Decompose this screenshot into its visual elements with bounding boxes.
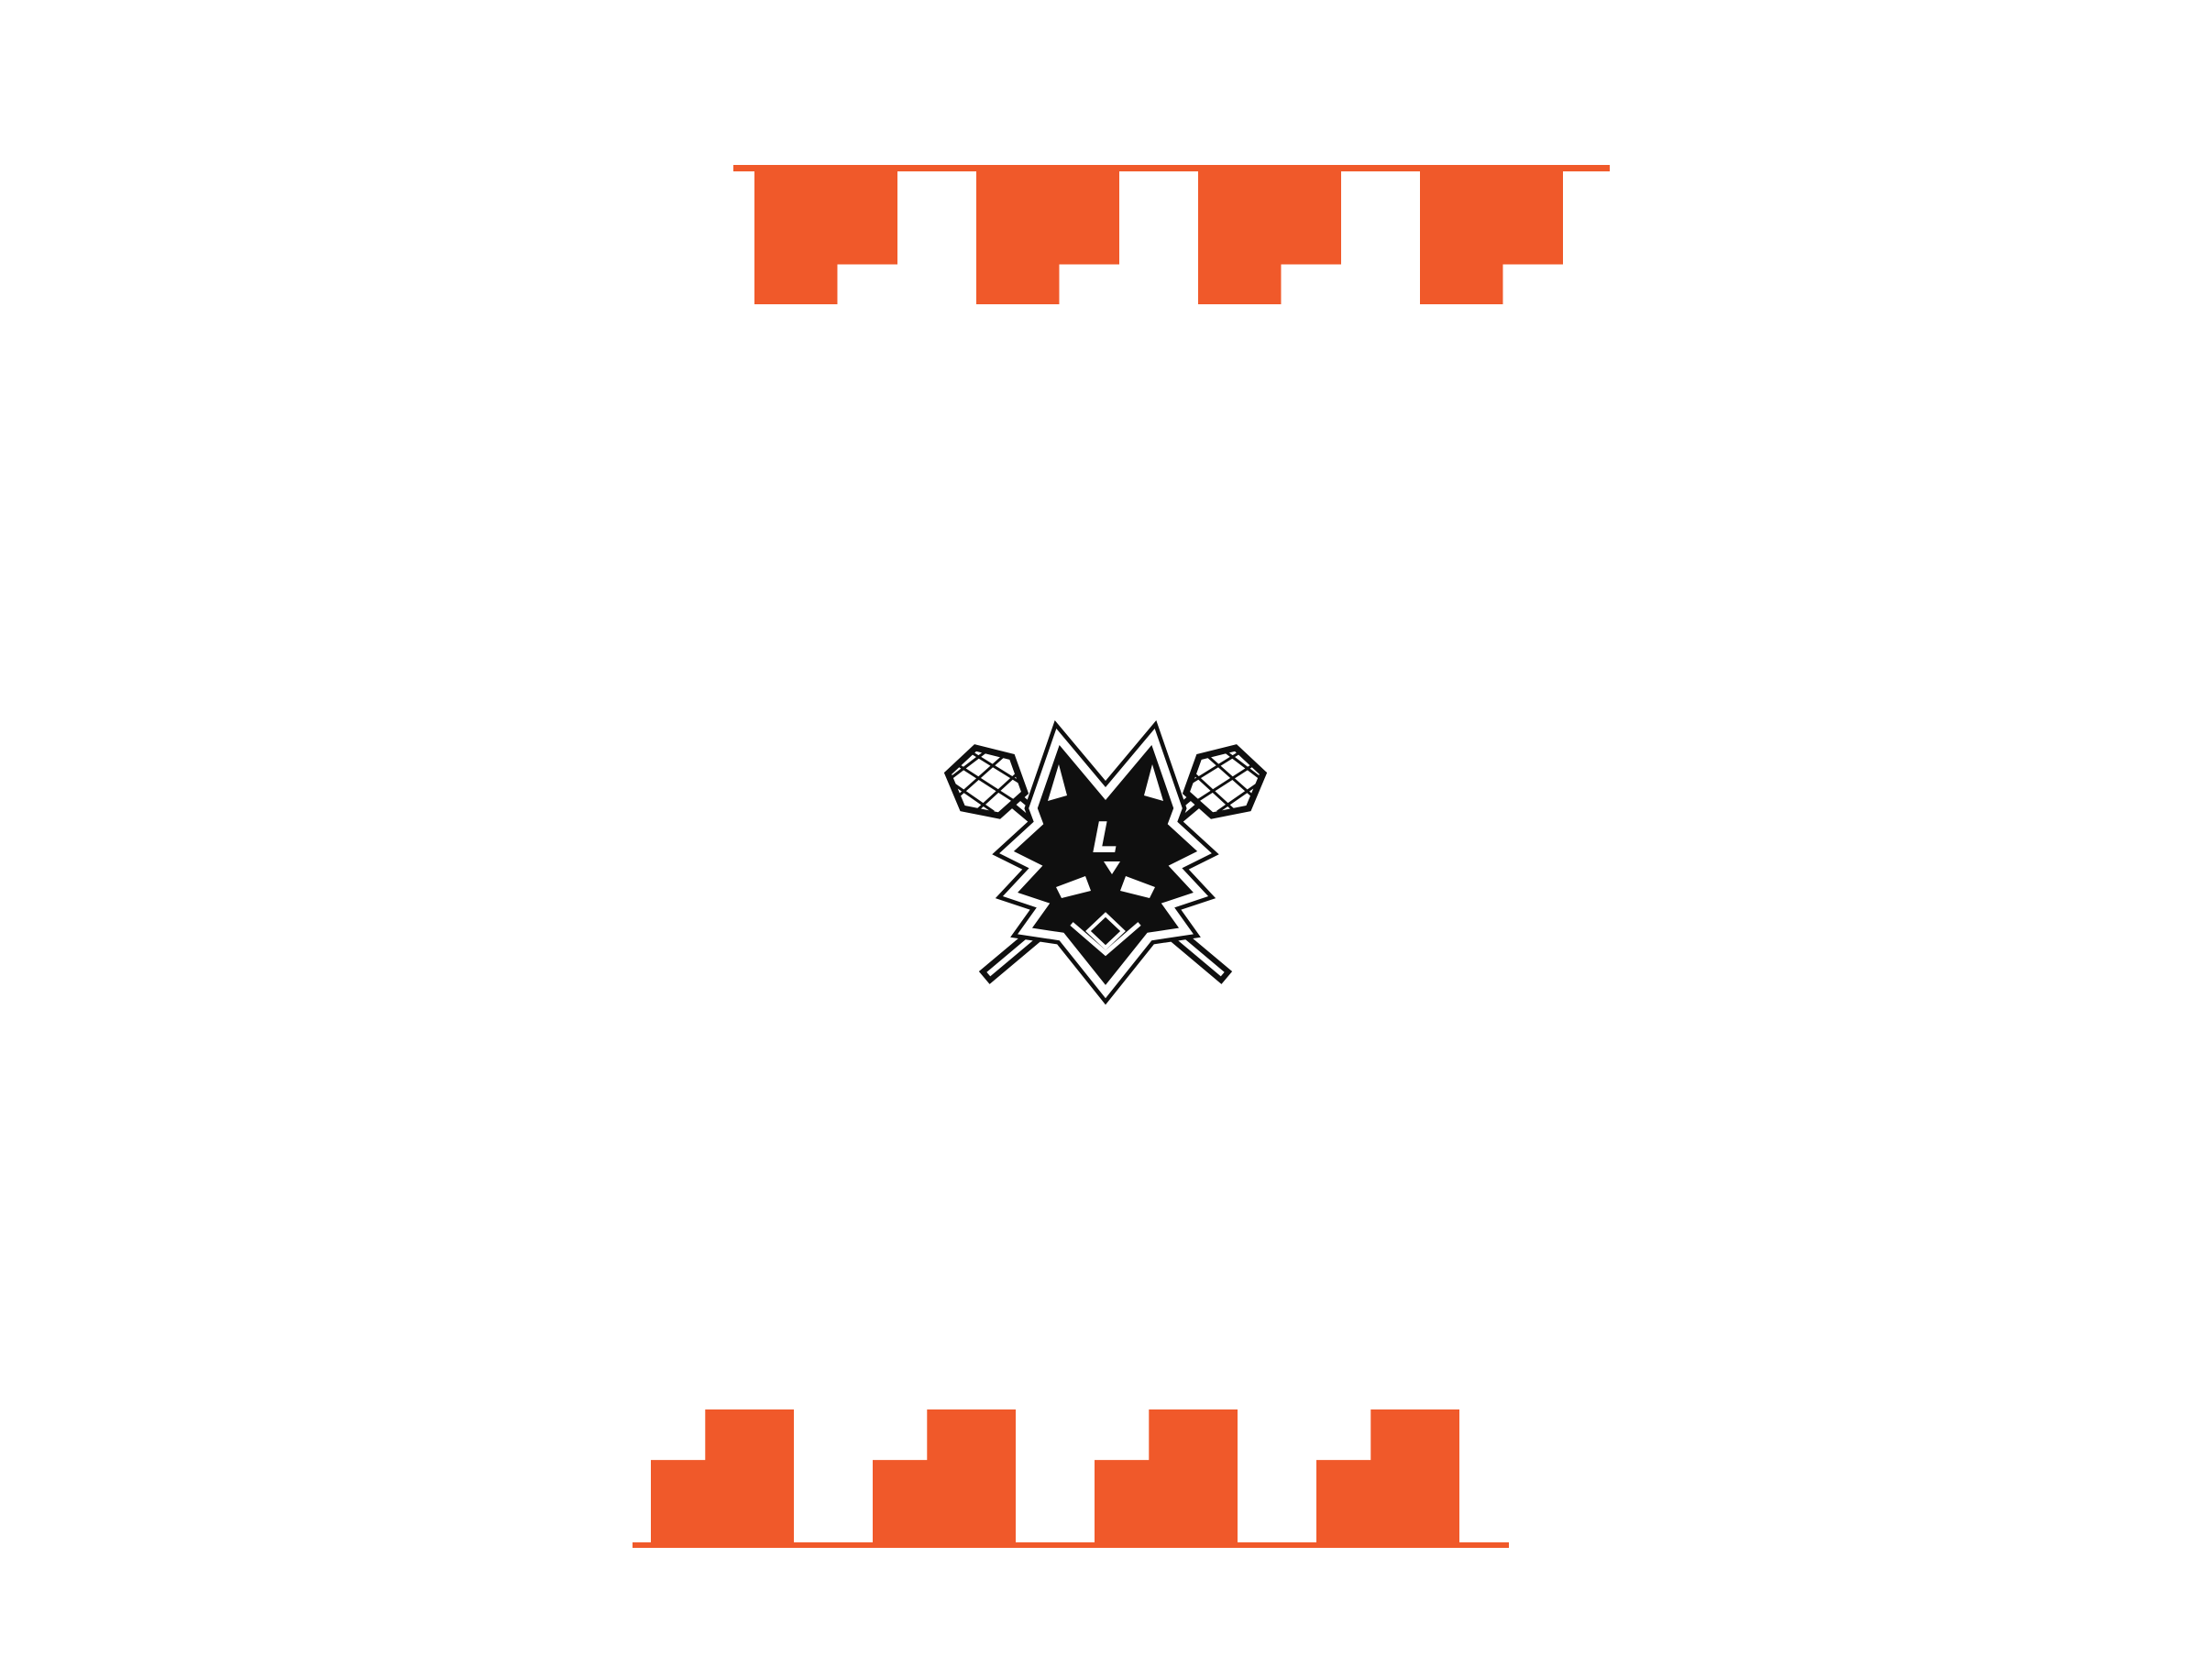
logo-monogram: L bbox=[1092, 813, 1118, 862]
top-border-line bbox=[733, 165, 1610, 171]
left-eye bbox=[1056, 876, 1091, 898]
fox-lacrosse-logo: L bbox=[922, 706, 1289, 1017]
right-eye bbox=[1120, 876, 1155, 898]
bottom-border-line bbox=[633, 1542, 1509, 1548]
right-ear-detail bbox=[1144, 764, 1163, 801]
border-block bbox=[754, 171, 897, 304]
border-block bbox=[1095, 1409, 1238, 1542]
fox-head-icon: L bbox=[992, 720, 1219, 1005]
border-block bbox=[976, 171, 1119, 304]
nose bbox=[1085, 912, 1126, 950]
border-block bbox=[1198, 171, 1341, 304]
top-stepped-border bbox=[733, 165, 1610, 304]
border-block bbox=[873, 1409, 1016, 1542]
monogram-triangle-accent bbox=[1104, 861, 1120, 874]
border-block bbox=[1420, 171, 1563, 304]
border-block bbox=[1316, 1409, 1459, 1542]
border-block bbox=[651, 1409, 794, 1542]
bottom-stepped-border bbox=[633, 1409, 1509, 1548]
muzzle-line bbox=[1070, 922, 1141, 957]
fox-lacrosse-logo-svg: L bbox=[922, 720, 1289, 1005]
left-ear-detail bbox=[1048, 764, 1067, 801]
